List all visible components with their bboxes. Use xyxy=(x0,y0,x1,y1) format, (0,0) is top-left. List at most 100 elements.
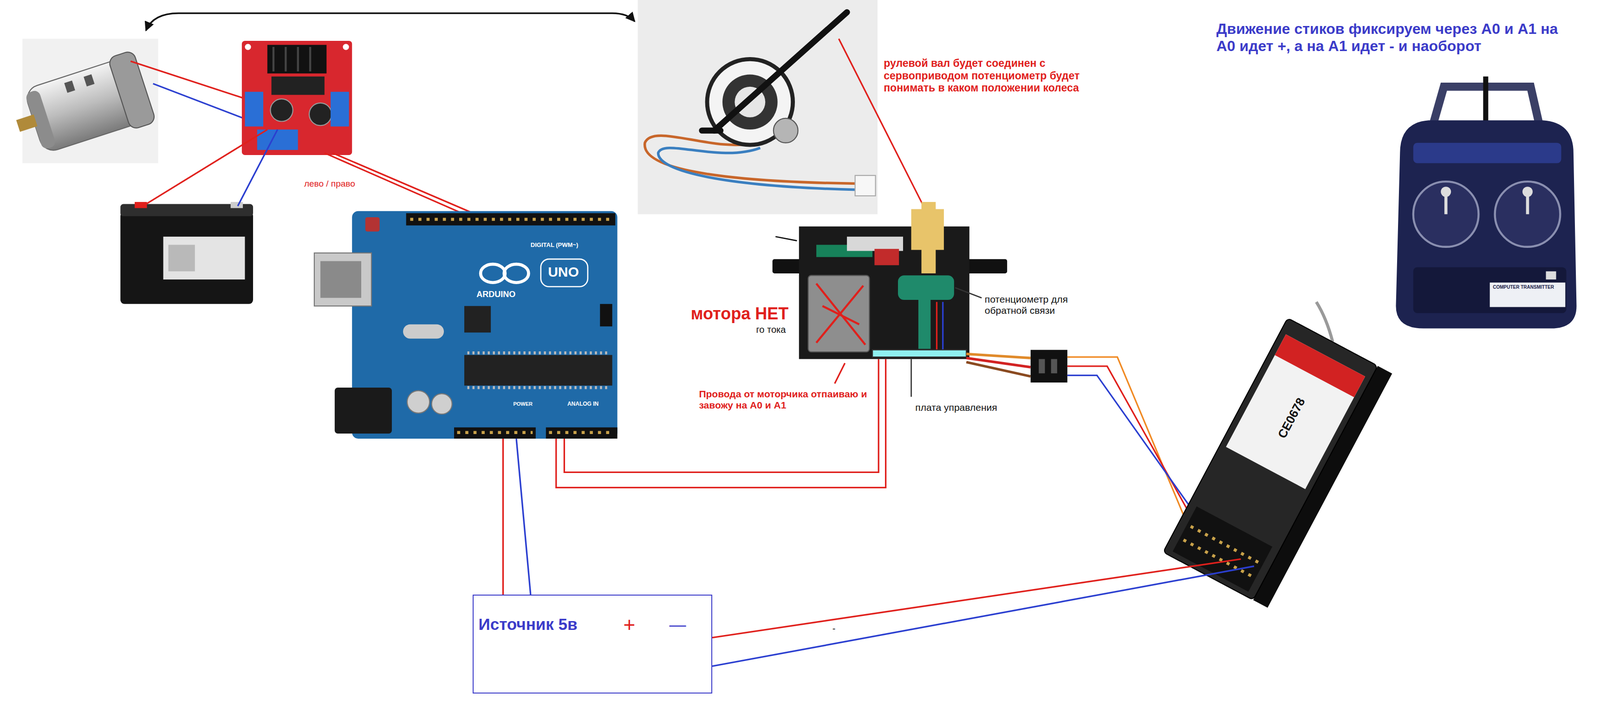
signal-wire xyxy=(1067,357,1191,533)
plus-sign: + xyxy=(623,613,636,638)
label-holder: плата управления xyxy=(915,402,997,414)
arduino-board: DIGITAL (PWM~) UNO ARDUINO POWER ANALOG IN xyxy=(351,211,618,439)
motor-wire xyxy=(130,61,249,101)
leader-line xyxy=(910,358,912,397)
heatsink-fin xyxy=(284,46,287,72)
shaft-motor xyxy=(773,118,799,144)
control-board xyxy=(872,350,967,358)
rc-receiver: CE0678 xyxy=(1159,312,1397,612)
motor-vent xyxy=(83,74,95,87)
mount-hole xyxy=(244,43,251,50)
stick-tip xyxy=(1440,186,1451,197)
rc-transmitter: COMPUTER TRANSMITTER xyxy=(1392,76,1580,329)
battery-logo xyxy=(168,244,196,272)
capacitor xyxy=(407,390,430,414)
transmitter-panel xyxy=(1413,143,1562,164)
reset-button xyxy=(365,217,380,232)
connector-slot xyxy=(1038,358,1045,374)
transmitter-sticker xyxy=(1489,282,1566,308)
power-switch xyxy=(1546,271,1557,280)
battery-terminal xyxy=(230,201,243,209)
heatsink-fin xyxy=(297,46,300,72)
motor-photo-ground xyxy=(22,39,158,164)
transmitter-antenna xyxy=(1482,76,1489,123)
power-wire xyxy=(502,438,504,595)
receiver-sticker xyxy=(1225,334,1366,489)
usb-chip xyxy=(464,305,491,333)
label-holder: Провода от моторчика отпаиваю и завожу н… xyxy=(698,388,868,411)
motor-wire xyxy=(153,83,250,121)
board-label: DIGITAL (PWM~) xyxy=(530,241,579,249)
usb-socket xyxy=(314,253,372,306)
leader-line xyxy=(834,363,846,384)
warning-note: мотора НЕТ xyxy=(690,304,789,324)
microcontroller xyxy=(464,355,613,386)
pot-lead xyxy=(936,301,938,350)
mount-hole xyxy=(342,43,349,50)
wire-sign: - xyxy=(829,623,839,635)
terminal-block xyxy=(330,91,350,127)
leader-line xyxy=(775,236,797,241)
label-holder: - xyxy=(829,623,839,635)
power-wire xyxy=(712,566,1255,667)
servo-lead xyxy=(966,362,1031,377)
battery-wire xyxy=(143,129,268,207)
text-holder: CE0678 xyxy=(1275,396,1309,442)
text-holder: DIGITAL (PWM~) xyxy=(530,241,579,249)
cross-mark xyxy=(816,285,864,343)
heading-note: Движение стиков фиксируем через A0 и A1 … xyxy=(1216,20,1561,55)
servo-gear xyxy=(846,236,904,252)
shaft-connector xyxy=(855,175,876,196)
board-model: UNO xyxy=(547,264,579,281)
servo-lead xyxy=(966,354,1031,359)
shaft-wire xyxy=(658,148,858,190)
part-label: плата управления xyxy=(915,402,997,414)
board-brand: ARDUINO xyxy=(476,289,516,300)
motor-driver-board xyxy=(241,40,352,156)
crystal xyxy=(403,324,444,339)
power-source-box: Источник 5в + — xyxy=(472,594,713,694)
battery-wire xyxy=(237,129,278,207)
annotation: Провода от моторчика отпаиваю и завожу н… xyxy=(698,388,868,411)
gimbal xyxy=(1413,181,1479,248)
text-holder: ANALOG IN xyxy=(567,401,599,408)
stick-tip xyxy=(1522,186,1533,197)
header-pins xyxy=(457,430,534,435)
battery-sticker xyxy=(163,236,246,280)
gimbal xyxy=(1495,181,1561,248)
board-label: ANALOG IN xyxy=(567,401,599,408)
receiver-sticker-band xyxy=(1274,334,1366,397)
power-jack xyxy=(334,387,392,434)
motor-pinion xyxy=(16,114,38,132)
connector-slot xyxy=(1051,358,1058,374)
source-title: Источник 5в xyxy=(478,615,578,634)
heatsink-fin xyxy=(309,46,312,72)
battery xyxy=(120,212,254,305)
rc-receiver-body xyxy=(1163,318,1392,608)
receiver-pins xyxy=(1183,539,1252,577)
uno-frame xyxy=(540,259,588,287)
transmitter-bottom-panel xyxy=(1413,267,1567,314)
wire-label: лево / право xyxy=(304,178,356,189)
servo-lead xyxy=(966,357,1031,368)
potentiometer-stem xyxy=(918,298,931,350)
label-holder: го тока xyxy=(755,324,786,336)
motor-vent xyxy=(64,80,76,93)
capacitor xyxy=(309,103,332,126)
receiver-pins xyxy=(1190,526,1259,563)
receiver-marking: CE0678 xyxy=(1275,396,1309,442)
part-label: го тока xyxy=(755,324,786,336)
minus-sign: — xyxy=(669,615,686,635)
label-holder: Движение стиков фиксируем через A0 и A1 … xyxy=(1216,20,1561,55)
header-pins xyxy=(409,217,612,222)
capacitor xyxy=(270,98,293,122)
steering-lever xyxy=(702,127,721,134)
servo-connector xyxy=(1030,350,1068,383)
text-holder: POWER xyxy=(513,401,533,408)
heatsink-fin xyxy=(272,46,275,72)
header-pins xyxy=(548,430,615,435)
steering-shaft xyxy=(714,12,847,131)
